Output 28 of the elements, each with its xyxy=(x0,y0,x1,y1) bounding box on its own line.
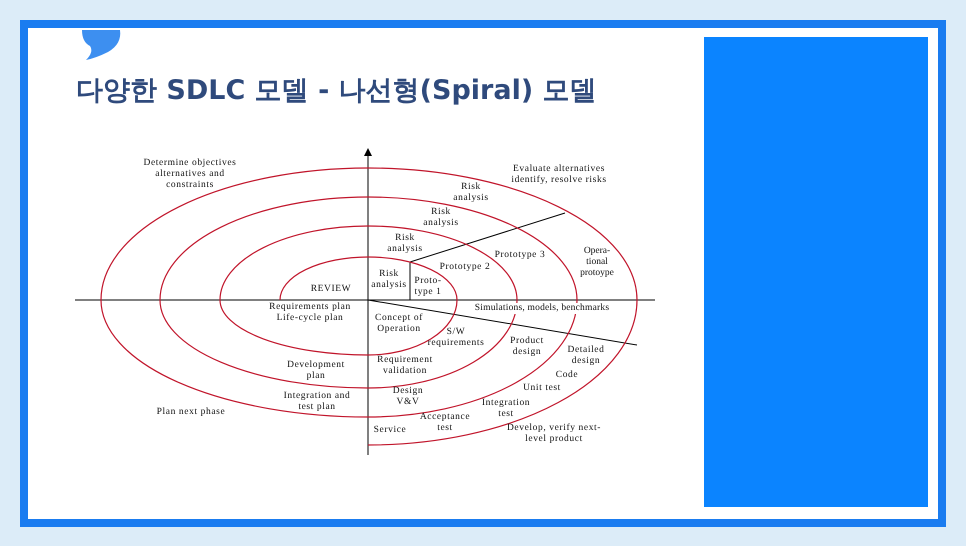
diagram-label: Development plan xyxy=(286,360,346,382)
diagram-label: Requirement validation xyxy=(376,355,434,377)
diagram-label: Concept of Operation xyxy=(374,313,424,335)
diagram-label: REVIEW xyxy=(310,284,352,295)
diagram-label: Prototype 2 xyxy=(438,262,492,273)
diagram-label: Risk analysis xyxy=(452,182,490,204)
diagram-label: Product design xyxy=(509,336,545,358)
diagram-label: Evaluate alternatives identify, resolve risks xyxy=(510,164,608,186)
diagram-label: Design V&V xyxy=(392,386,424,408)
diagram-label: Proto- type 1 xyxy=(413,276,443,298)
slide-title: 다양한 SDLC 모델 - 나선형(Spiral) 모델 xyxy=(76,74,597,108)
diagram-label: Detailed design xyxy=(566,345,606,367)
diagram-label: Integration test xyxy=(480,398,532,420)
diagram-label: Code xyxy=(554,370,580,381)
diagram-label: S/W requirements xyxy=(426,327,486,349)
diagram-label: Risk analysis xyxy=(422,207,460,229)
diagram-label: Opera- tional protoype xyxy=(579,246,615,279)
diagram-label: Determine objectives alternatives and constraints xyxy=(142,158,238,191)
diagram-label: Risk analysis xyxy=(386,233,424,255)
diagram-label: Acceptance test xyxy=(418,412,472,434)
diagram-label: Plan next phase xyxy=(156,407,226,418)
diagram-label: Unit test xyxy=(522,383,562,394)
diagram-label: Integration and test plan xyxy=(283,391,351,413)
diagram-label: Risk analysis xyxy=(370,269,408,291)
diagram-label: Develop, verify next-level product xyxy=(506,423,602,445)
diagram-label: Prototype 3 xyxy=(494,250,546,261)
diagram-label: Requirements plan Life-cycle plan xyxy=(268,302,352,324)
diagram-label: Service xyxy=(372,425,408,436)
